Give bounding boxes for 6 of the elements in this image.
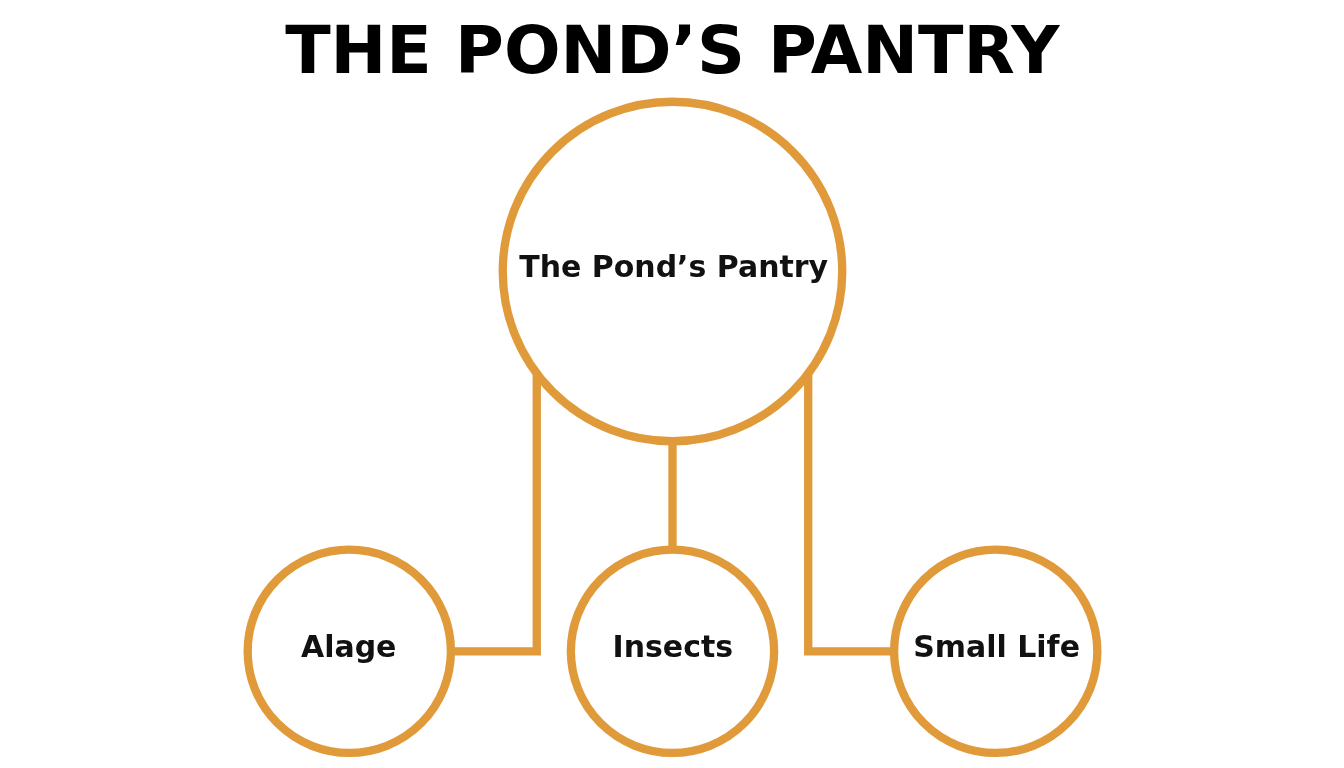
node-circle: Insects bbox=[566, 545, 778, 758]
node-circle: The Pond’s Pantry bbox=[498, 97, 846, 446]
connector bbox=[803, 373, 894, 656]
diagram-title: THE POND’S PANTRY bbox=[284, 11, 1059, 90]
node-circle: Alage bbox=[243, 545, 455, 758]
node-circle: Small Life bbox=[889, 545, 1101, 758]
